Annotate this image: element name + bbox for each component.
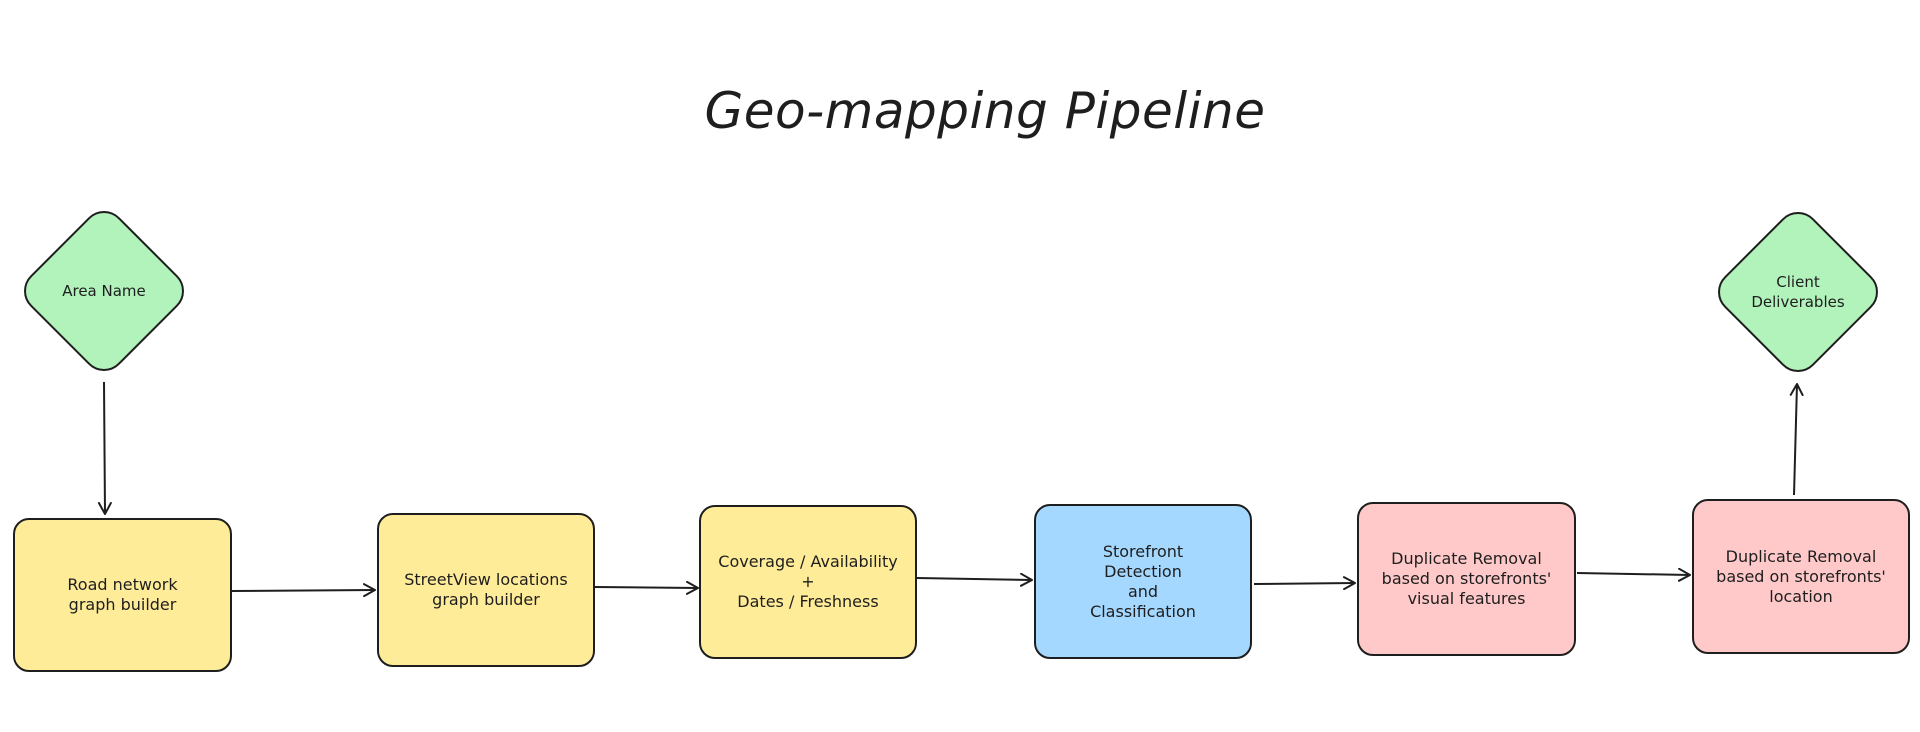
road-network-label: Road network graph builder — [67, 575, 178, 614]
dup-location-label: Duplicate Removal based on storefronts' … — [1716, 546, 1886, 606]
area-name-label: Area Name — [62, 282, 146, 300]
storefront-label: Storefront Detection and Classification — [1090, 541, 1196, 621]
edge-dupvisual-to-duplocation — [1576, 567, 1691, 582]
coverage-label: Coverage / Availability + Dates / Freshn… — [718, 552, 898, 611]
coverage-node: Coverage / Availability + Dates / Freshn… — [699, 505, 917, 659]
streetview-label: StreetView locations graph builder — [404, 570, 568, 609]
edge-coverage-to-storefront — [916, 572, 1033, 587]
edge-road-to-streetview — [231, 583, 376, 598]
dup-visual-node: Duplicate Removal based on storefronts' … — [1357, 502, 1576, 656]
client-label: Client Deliverables — [1751, 273, 1845, 311]
road-network-node: Road network graph builder — [13, 518, 232, 672]
dup-visual-label: Duplicate Removal based on storefronts' … — [1381, 549, 1552, 608]
edge-duplocation-to-client — [1789, 383, 1804, 496]
dup-location-node: Duplicate Removal based on storefronts' … — [1692, 499, 1910, 654]
edge-storefront-to-dupvisual — [1253, 576, 1356, 591]
streetview-node: StreetView locations graph builder — [377, 513, 595, 667]
client-deliverables-node: Client Deliverables — [1708, 202, 1888, 382]
storefront-node: Storefront Detection and Classification — [1034, 504, 1252, 659]
diagram-title: Geo-mapping Pipeline — [704, 82, 1266, 140]
edge-area-to-road — [97, 381, 112, 515]
area-name-node: Area Name — [14, 201, 194, 381]
edge-streetview-to-coverage — [594, 580, 699, 595]
